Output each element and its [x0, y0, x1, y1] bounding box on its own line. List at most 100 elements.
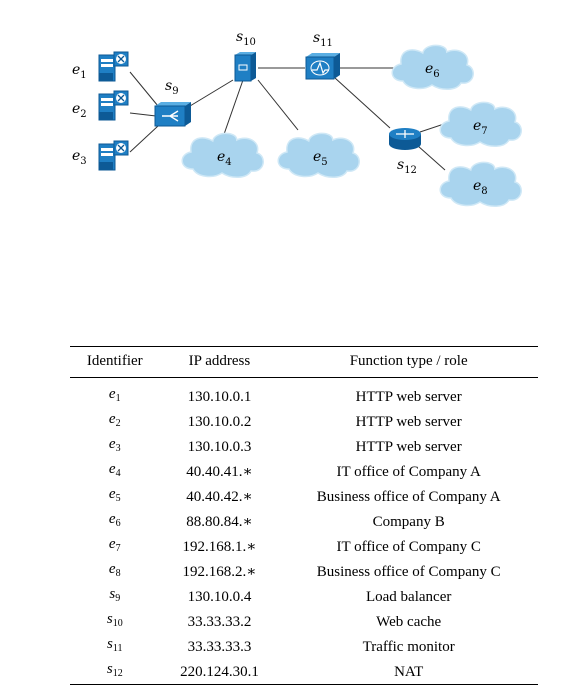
cell-function-role: Company B — [372, 513, 445, 530]
node-label-base: s — [165, 78, 172, 94]
server-slot — [101, 153, 113, 156]
server-base — [99, 162, 113, 170]
identifier-subscript: 1 — [115, 393, 121, 404]
cell-identifier: e2 — [70, 409, 160, 434]
identifier-subscript: 7 — [115, 543, 121, 554]
cell-ip-address: 130.10.0.2 — [187, 413, 252, 430]
node-label-e6: e6 — [425, 61, 440, 80]
identifier-base: e — [108, 486, 116, 502]
node-label-base: e — [72, 101, 80, 117]
node-label-subscript: 9 — [172, 86, 178, 97]
server-base — [99, 112, 113, 120]
cell-identifier: s12 — [70, 659, 160, 685]
identifier-base: s — [106, 611, 113, 627]
device-top — [306, 53, 340, 57]
node-label-e8: e8 — [473, 178, 488, 197]
cell-identifier: e6 — [70, 509, 160, 534]
node-label-subscript: 1 — [80, 70, 86, 81]
cell-identifier: e1 — [70, 378, 160, 410]
identifier-subscript: 8 — [115, 568, 121, 579]
node-label-base: s — [313, 30, 320, 46]
node-e1: e1 — [72, 51, 129, 82]
device-front — [305, 56, 335, 80]
identifier-subscript: 12 — [112, 668, 123, 679]
router-bottom — [389, 138, 421, 150]
node-label-s12: s12 — [397, 157, 417, 176]
node-label-s11: s11 — [313, 30, 333, 49]
node-label-base: e — [473, 178, 481, 194]
host-table: Identifier IP address Function type / ro… — [70, 346, 538, 685]
server-slot — [101, 64, 113, 67]
identifier-base: e — [108, 561, 116, 577]
cloud-shape — [391, 44, 474, 90]
header-identifier: Identifier — [86, 353, 143, 369]
node-e3: e3 — [72, 140, 129, 171]
cell-ip-address: 33.33.33.3 — [187, 638, 252, 655]
link-e3-s9 — [129, 125, 159, 153]
node-e7: e7 — [439, 101, 522, 147]
table-row: e7 192.168.1.∗ IT office of Company C — [70, 534, 538, 559]
disk-icon — [238, 64, 248, 71]
server-slot — [101, 148, 113, 151]
link-s10-e4 — [221, 79, 244, 141]
cell-identifier: e3 — [70, 434, 160, 459]
cell-identifier: s11 — [70, 634, 160, 659]
link-s10-e5 — [257, 79, 299, 131]
device-top — [155, 102, 191, 106]
node-label-e5: e5 — [313, 149, 328, 168]
device-front — [234, 54, 252, 82]
identifier-base: s — [109, 586, 116, 602]
cloud-shape — [439, 161, 522, 207]
node-e8: e8 — [439, 161, 522, 207]
node-label-base: e — [217, 149, 225, 165]
identifier-subscript: 2 — [115, 418, 121, 429]
cell-identifier: s10 — [70, 609, 160, 634]
node-label-e7: e7 — [473, 118, 488, 137]
waveform-ring — [310, 60, 330, 76]
cell-ip-address: 192.168.2.∗ — [182, 563, 257, 580]
identifier-base: e — [108, 436, 116, 452]
server-slot — [101, 98, 113, 101]
cloud-shape — [277, 132, 360, 178]
link-s12-e8 — [417, 145, 446, 171]
waveform-icon — [312, 61, 329, 75]
node-label-base: e — [473, 118, 481, 134]
link-s9-s10 — [189, 79, 234, 107]
node-label-subscript: 10 — [243, 37, 256, 48]
cell-function-role: IT office of Company C — [336, 538, 481, 555]
cell-ip-address: 192.168.1.∗ — [182, 538, 257, 555]
cell-ip-address: 130.10.0.3 — [187, 438, 252, 455]
node-s11: s11 — [305, 30, 340, 80]
cell-ip-address: 33.33.33.2 — [187, 613, 252, 630]
server-slot — [101, 59, 113, 62]
device-side — [251, 52, 256, 81]
cell-ip-address: 130.10.0.1 — [187, 388, 252, 405]
server-base — [99, 73, 113, 81]
device-side — [334, 53, 340, 79]
node-label-subscript: 12 — [404, 165, 417, 176]
cell-function-role: HTTP web server — [355, 413, 462, 430]
globe-mark — [117, 94, 125, 102]
cell-identifier: e7 — [70, 534, 160, 559]
cell-identifier: s9 — [70, 584, 160, 609]
link-e1-s9 — [129, 71, 159, 107]
cell-function-role: IT office of Company A — [336, 463, 481, 480]
node-label-subscript: 5 — [321, 157, 327, 168]
link-s11-s12 — [334, 77, 391, 129]
cell-function-role: HTTP web server — [355, 438, 462, 455]
identifier-base: e — [108, 511, 116, 527]
node-label-base: s — [397, 157, 404, 173]
router-arrows-icon — [396, 130, 414, 138]
node-label-subscript: 2 — [80, 109, 86, 120]
node-label-subscript: 6 — [433, 69, 439, 80]
identifier-base: e — [108, 386, 116, 402]
cell-function-role: NAT — [394, 663, 424, 680]
link-e2-s9 — [129, 112, 157, 117]
device-top — [235, 52, 256, 55]
